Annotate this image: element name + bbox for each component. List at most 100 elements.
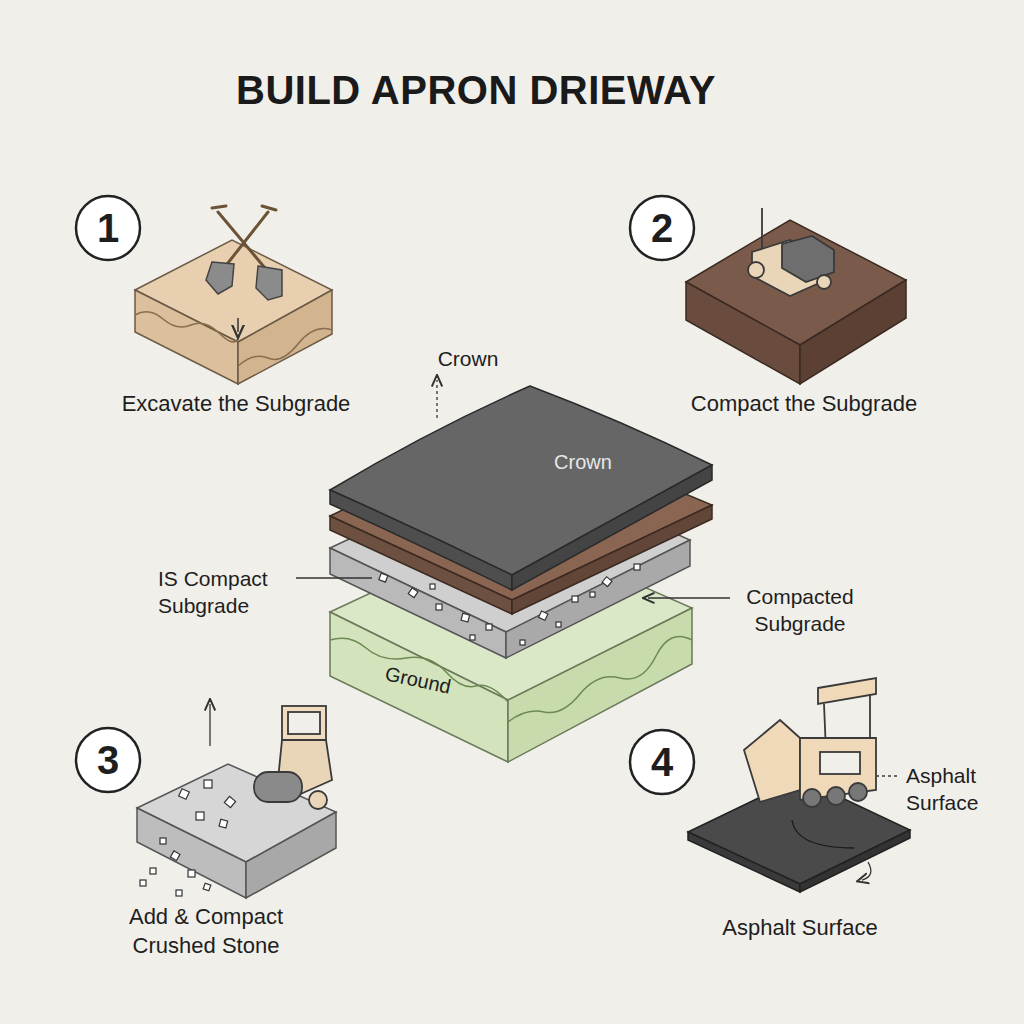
asphalt-layer-part xyxy=(512,465,712,590)
paver-icon-part xyxy=(876,775,900,776)
paver-icon-part xyxy=(820,752,860,774)
roller-icon-part xyxy=(309,791,327,809)
compaction-tile-part xyxy=(686,282,800,384)
crown-arrow xyxy=(437,380,438,418)
shovel-icon-part xyxy=(212,206,226,208)
asphalt-layer xyxy=(330,386,712,590)
crushed-stone-tile-part-part xyxy=(140,880,146,886)
excavation-tile-part xyxy=(135,312,238,342)
asphalt-tile-part xyxy=(792,820,854,848)
crushed-stone-tile-part-part xyxy=(219,819,228,828)
paver-icon-part xyxy=(744,720,800,802)
part-label: Crown xyxy=(538,449,628,475)
callout-circle-part xyxy=(630,730,694,794)
leader-line-part xyxy=(648,597,730,598)
plate-compactor-icon-part xyxy=(748,262,764,278)
callout-circle-part xyxy=(630,196,694,260)
callout-number: 2 xyxy=(632,206,692,250)
crushed-stone-layer-part-part xyxy=(436,604,442,610)
excavation-tile-part xyxy=(135,290,238,384)
excavation-tile-part xyxy=(238,290,332,384)
crushed-stone-tile-part-part xyxy=(176,890,182,896)
callout-number: 1 xyxy=(78,206,138,250)
step-label: Asphalt Surface xyxy=(680,914,920,943)
asphalt-layer-part xyxy=(330,386,712,575)
paver-icon-part xyxy=(818,678,876,704)
shovel-icon-part xyxy=(256,266,282,300)
asphalt-tile-part xyxy=(688,832,800,892)
crushed-stone-layer-part-part xyxy=(556,622,561,627)
crushed-stone-layer-part-part xyxy=(486,624,492,630)
step-label: Compact the Subgrade xyxy=(654,390,954,419)
crushed-stone-layer-part-part xyxy=(461,613,470,622)
shovel-icon-part xyxy=(262,206,276,210)
callout-circle-part xyxy=(76,196,140,260)
crushed-stone-tile-part xyxy=(140,780,236,896)
part-label: Asphalt Surface xyxy=(906,762,1014,817)
crushed-stone-tile-part-part xyxy=(150,868,156,874)
crushed-stone-tile xyxy=(137,704,336,898)
plate-compactor-icon-part xyxy=(817,275,831,289)
shovel-icon-part xyxy=(224,212,268,268)
paver-icon-part xyxy=(803,789,821,807)
shovel-icon xyxy=(206,206,282,300)
compaction-tile xyxy=(686,220,906,384)
crushed-stone-tile-part-part xyxy=(203,883,211,891)
crushed-stone-layer-part-part xyxy=(379,573,388,582)
crushed-stone-tile-part xyxy=(209,704,210,746)
paver-icon xyxy=(744,678,900,807)
crushed-stone-layer-part-part xyxy=(602,577,612,587)
ground-layer-part xyxy=(508,636,692,722)
crushed-stone-layer-part-part xyxy=(539,611,548,620)
crushed-stone-tile-part-part xyxy=(179,789,190,800)
roller-icon-part xyxy=(254,772,302,802)
roller-icon xyxy=(254,706,332,809)
crushed-stone-tile-part-part xyxy=(204,780,212,788)
roller-icon-part xyxy=(282,706,326,740)
callout-circle-part xyxy=(76,728,140,792)
callout-number: 3 xyxy=(78,738,138,782)
callout-number: 4 xyxy=(632,740,692,784)
excavation-tile-part xyxy=(237,318,239,332)
paver-icon-part xyxy=(827,787,845,805)
excavation-tile-part xyxy=(238,329,332,366)
crushed-stone-layer-part-part xyxy=(470,635,475,640)
crushed-stone-tile-part-part xyxy=(196,812,204,820)
crushed-stone-tile-part-part xyxy=(188,870,195,877)
leader-line-part xyxy=(296,577,372,578)
crushed-stone-tile-part-part xyxy=(160,838,166,844)
compaction-tile-part xyxy=(800,280,906,384)
asphalt-tile xyxy=(688,778,910,892)
leader-line xyxy=(296,578,730,598)
crushed-stone-layer-part-part xyxy=(590,592,595,597)
excavation-tile xyxy=(135,240,332,384)
plate-compactor-icon xyxy=(748,208,834,296)
crushed-stone-layer-part-part xyxy=(572,596,578,602)
asphalt-layer-part xyxy=(330,490,512,590)
crushed-stone-layer-part-part xyxy=(634,564,640,570)
step-label: Add & Compact Crushed Stone xyxy=(106,903,306,960)
paver-icon-part xyxy=(849,783,867,801)
asphalt-tile-part xyxy=(862,862,871,880)
crushed-stone-layer-part-part xyxy=(408,588,418,598)
crushed-stone-tile-part-part xyxy=(170,851,180,861)
part-label: Ground xyxy=(366,657,469,703)
crown-arrow-part xyxy=(436,380,437,418)
asphalt-tile-part xyxy=(800,830,910,892)
step-label: Excavate the Subgrade xyxy=(86,390,386,419)
shovel-icon-part xyxy=(206,262,234,294)
part-label: Crown xyxy=(418,345,518,372)
diagram-title: BUILD APRON DRIEWAY xyxy=(96,66,856,114)
part-label: IS Compact Subgrade xyxy=(158,565,298,620)
crushed-stone-layer-part-part xyxy=(430,584,435,589)
crushed-stone-tile-part xyxy=(137,808,246,898)
crushed-stone-layer-part-part xyxy=(520,640,525,645)
roller-icon-part xyxy=(288,712,320,734)
crushed-stone-tile-part-part xyxy=(224,796,235,807)
part-label: Compacted Subgrade xyxy=(720,583,880,638)
crushed-stone-tile-part xyxy=(246,812,336,898)
asphalt-tile-part xyxy=(688,778,910,884)
